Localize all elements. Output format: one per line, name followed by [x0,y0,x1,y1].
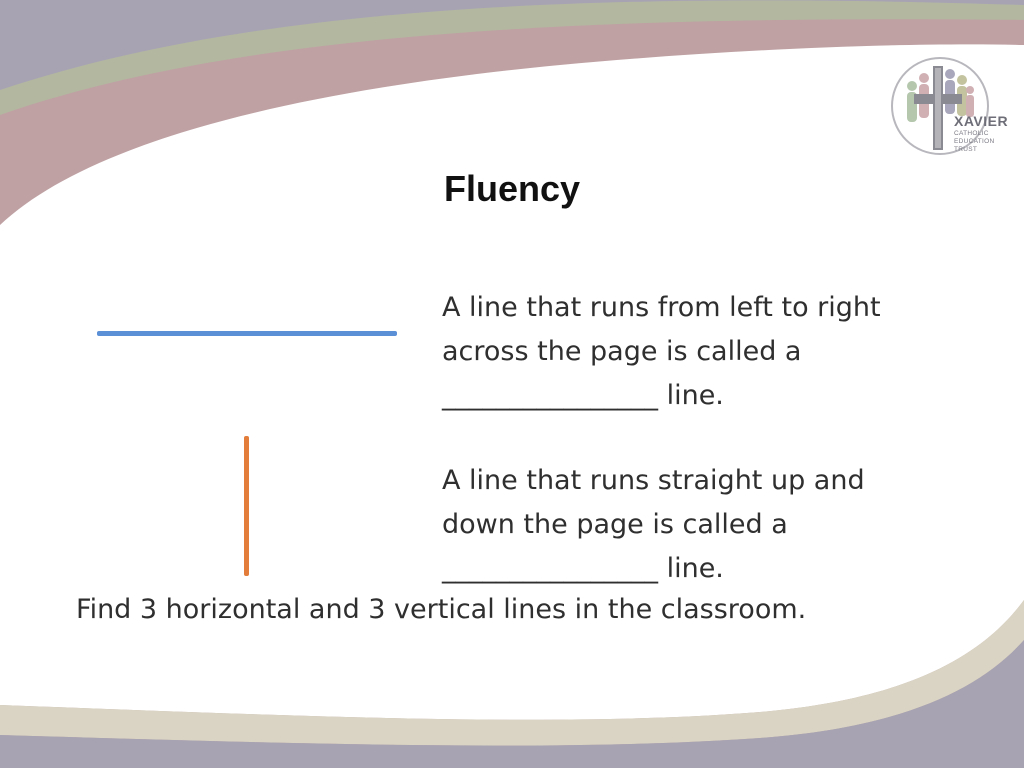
horizontal-line-example [97,331,397,336]
instruction-text: Find 3 horizontal and 3 vertical lines i… [76,594,807,625]
question-line: down the page is called a [442,509,788,540]
logo-sub-1: CATHOLIC [954,130,989,137]
cross-and-people-icon [891,57,989,155]
question-line: A line that runs from left to right [442,292,881,323]
logo-sub-3: TRUST [954,146,978,153]
logo-text: XAVIER CATHOLIC EDUCATION TRUST [954,114,1008,154]
logo-brand: XAVIER [954,113,1009,129]
question-vertical: A line that runs straight up and down th… [442,459,922,591]
question-horizontal: A line that runs from left to right acro… [442,286,922,418]
question-line: across the page is called a [442,336,802,367]
question-blank-line: ________________ line. [442,380,724,411]
slide-title: Fluency [443,168,581,209]
question-line: A line that runs straight up and [442,465,865,496]
xavier-logo: XAVIER CATHOLIC EDUCATION TRUST [890,54,1018,170]
vertical-line-example [244,436,249,576]
question-blank-line: ________________ line. [442,553,724,584]
logo-sub-2: EDUCATION [954,138,995,145]
